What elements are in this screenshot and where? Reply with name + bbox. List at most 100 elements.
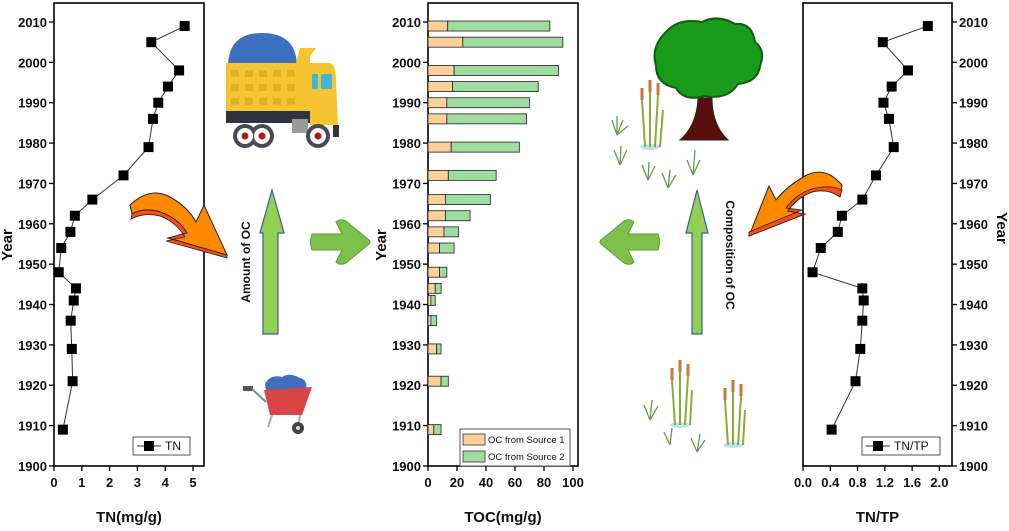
y-tick-label: 1930 bbox=[392, 338, 421, 353]
wheelbarrow-icon bbox=[243, 374, 312, 434]
x-tick-label: 80 bbox=[537, 475, 551, 490]
grass-icon bbox=[611, 116, 706, 453]
left-arrow-icon bbox=[599, 219, 660, 265]
bar-source-1 bbox=[427, 20, 449, 32]
y-tick-label: 2010 bbox=[18, 15, 47, 30]
tree-icon bbox=[653, 17, 764, 141]
legend-swatch bbox=[462, 433, 486, 446]
y-tick-label: 2000 bbox=[959, 55, 988, 70]
data-point bbox=[858, 295, 869, 306]
data-point bbox=[857, 283, 868, 294]
x-tick-label: 0.0 bbox=[794, 475, 812, 490]
curved-arrow-right-icon bbox=[748, 171, 843, 237]
bar-source-1 bbox=[427, 97, 448, 109]
y-tick-label: 1960 bbox=[392, 217, 421, 232]
data-point bbox=[877, 37, 888, 48]
data-point bbox=[143, 142, 154, 153]
bar-source-2 bbox=[430, 315, 438, 327]
data-point bbox=[888, 142, 899, 153]
bar-source-2 bbox=[439, 266, 448, 278]
legend-label: TN bbox=[165, 439, 181, 453]
data-point bbox=[66, 343, 77, 354]
bar-source-1 bbox=[427, 113, 448, 125]
y-tick-label: 1960 bbox=[959, 217, 988, 232]
data-point bbox=[67, 376, 78, 387]
x-tick-label: 40 bbox=[479, 475, 493, 490]
y-tick-label: 2000 bbox=[392, 55, 421, 70]
tn-chart: 1900191019201930194019501960197019801990… bbox=[0, 2, 205, 526]
y-tick-label: 1920 bbox=[18, 378, 47, 393]
data-point bbox=[65, 226, 76, 237]
y-tick-label: 1920 bbox=[959, 378, 988, 393]
bar-source-2 bbox=[450, 141, 520, 153]
data-point bbox=[53, 267, 64, 278]
bar-source-1 bbox=[427, 226, 445, 238]
toc-chart: 1900191019201930194019501960197019801990… bbox=[373, 2, 584, 526]
series-line bbox=[811, 25, 928, 430]
right-arrow-icon bbox=[310, 219, 371, 265]
x-tick-label: 0 bbox=[424, 475, 431, 490]
y-tick-label: 1980 bbox=[18, 136, 47, 151]
data-point bbox=[826, 424, 837, 435]
data-point bbox=[153, 97, 164, 108]
y-tick-label: 1910 bbox=[959, 419, 988, 434]
data-point bbox=[886, 81, 897, 92]
bar-source-1 bbox=[427, 315, 432, 327]
bar-source-2 bbox=[430, 295, 436, 306]
data-point bbox=[162, 81, 173, 92]
bar-source-1 bbox=[427, 141, 452, 153]
x-tick-label: 1.6 bbox=[903, 475, 921, 490]
data-point bbox=[922, 21, 933, 32]
bar-source-2 bbox=[452, 81, 539, 92]
bar-source-2 bbox=[447, 20, 551, 32]
data-point bbox=[815, 243, 826, 254]
y-axis-title: Year bbox=[373, 229, 390, 261]
data-point bbox=[857, 315, 868, 326]
dump-truck-icon bbox=[226, 33, 339, 148]
bar-source-1 bbox=[427, 81, 454, 92]
y-tick-label: 1910 bbox=[392, 419, 421, 434]
x-axis-title: TN/TP bbox=[856, 509, 899, 526]
x-axis-title: TOC(mg/g) bbox=[464, 509, 541, 526]
data-point bbox=[174, 65, 185, 76]
bar-source-1 bbox=[427, 266, 441, 278]
x-tick-label: 0.8 bbox=[849, 475, 867, 490]
x-tick-label: 3 bbox=[134, 475, 141, 490]
y-tick-label: 1950 bbox=[959, 257, 988, 272]
data-point bbox=[807, 267, 818, 278]
y-axis-title: Year bbox=[993, 212, 1009, 244]
data-point bbox=[836, 210, 847, 221]
bar-source-2 bbox=[440, 375, 449, 387]
bar-source-1 bbox=[427, 65, 455, 76]
data-point bbox=[70, 283, 81, 294]
data-point bbox=[870, 170, 881, 181]
bar-source-2 bbox=[433, 424, 442, 436]
bar-source-1 bbox=[427, 375, 442, 387]
y-tick-label: 1940 bbox=[392, 298, 421, 313]
data-point bbox=[69, 210, 80, 221]
curved-arrow-left-icon bbox=[129, 192, 228, 259]
x-tick-label: 4 bbox=[162, 475, 170, 490]
bar-source-2 bbox=[462, 36, 564, 48]
amount-of-oc-label: Amount of OC bbox=[239, 221, 253, 303]
x-tick-label: 0.4 bbox=[821, 475, 840, 490]
x-tick-label: 2 bbox=[106, 475, 113, 490]
bar-source-2 bbox=[446, 113, 528, 125]
bar-source-1 bbox=[427, 282, 436, 294]
x-tick-label: 100 bbox=[562, 475, 584, 490]
legend-label: TN/TP bbox=[894, 439, 929, 453]
legend-swatch bbox=[462, 450, 486, 463]
reed-icon bbox=[640, 80, 746, 448]
bar-source-2 bbox=[446, 97, 530, 109]
data-point bbox=[147, 113, 158, 124]
y-tick-label: 2010 bbox=[392, 15, 421, 30]
data-point bbox=[146, 37, 157, 48]
y-tick-label: 1920 bbox=[392, 378, 421, 393]
x-tick-label: 1.2 bbox=[876, 475, 894, 490]
data-point bbox=[118, 170, 129, 181]
up-arrow-amount-icon bbox=[259, 187, 285, 335]
data-point bbox=[87, 194, 98, 205]
bar-source-1 bbox=[427, 343, 438, 355]
x-tick-label: 1 bbox=[78, 475, 85, 490]
